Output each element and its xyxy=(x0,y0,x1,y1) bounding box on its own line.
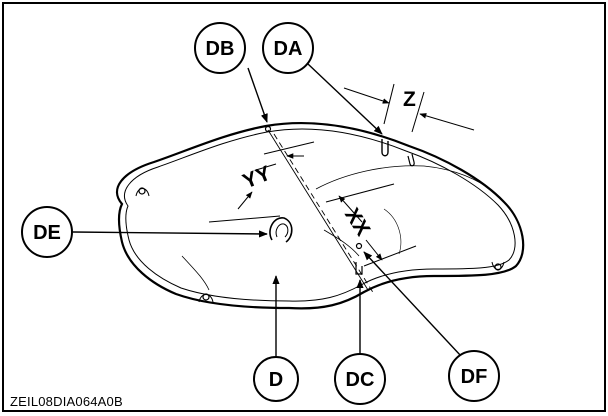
callout-da: DA xyxy=(262,22,314,74)
panel-contour xyxy=(323,229,360,257)
centerline xyxy=(267,129,369,291)
hook-de xyxy=(269,217,293,243)
extension-line xyxy=(383,83,395,125)
diagram-frame: Z YY XX DB DA DE D DC xyxy=(2,2,606,412)
svg-text:DA: DA xyxy=(274,38,303,60)
instrument-cluster-cover-diagram: Z YY XX DB DA DE D DC xyxy=(21,22,525,405)
xx-dimension-arrow xyxy=(338,195,363,223)
mounting-tab xyxy=(264,125,272,133)
extension-line xyxy=(325,183,395,203)
cover-inner-outline xyxy=(124,128,516,302)
extension-line xyxy=(263,141,315,155)
mounting-tab xyxy=(198,293,214,303)
xx-dimension-arrow xyxy=(365,239,383,261)
clip-dc xyxy=(355,262,363,275)
hook-de-inner xyxy=(275,223,289,238)
leader-da xyxy=(307,63,383,135)
leader-db xyxy=(247,67,268,123)
svg-text:DC: DC xyxy=(346,369,375,391)
locating-pin-da xyxy=(381,139,389,157)
leader-df xyxy=(363,251,462,357)
mounting-tab xyxy=(135,187,150,197)
locator-df xyxy=(355,242,363,250)
mounting-tab xyxy=(491,261,505,271)
callout-de: DE xyxy=(21,206,73,258)
yy-dimension-line xyxy=(255,163,277,171)
locating-slot xyxy=(407,153,415,167)
yy-dimension-arrow xyxy=(237,191,253,210)
callout-dc: DC xyxy=(334,353,386,405)
panel-contour xyxy=(181,255,210,291)
dimension-label-xx: XX xyxy=(340,204,374,240)
svg-text:D: D xyxy=(269,369,283,391)
z-dimension-arrow xyxy=(343,87,390,104)
callout-d: D xyxy=(253,356,299,402)
extension-line xyxy=(411,91,425,133)
dimension-label-z: Z xyxy=(403,88,416,111)
extension-line xyxy=(208,215,281,223)
leader-de xyxy=(72,230,268,238)
panel-contour xyxy=(383,208,402,255)
svg-text:DF: DF xyxy=(461,366,488,388)
callout-db: DB xyxy=(194,22,246,74)
extension-line xyxy=(363,245,417,267)
svg-text:DB: DB xyxy=(206,38,235,60)
figure-code: ZEIL08DIA064A0B xyxy=(10,394,123,409)
panel-contour xyxy=(315,165,497,195)
centerline xyxy=(273,133,375,295)
svg-text:DE: DE xyxy=(33,222,61,244)
z-dimension-arrow xyxy=(419,113,475,131)
cover-outer-outline xyxy=(116,122,525,310)
callout-df: DF xyxy=(448,350,500,402)
